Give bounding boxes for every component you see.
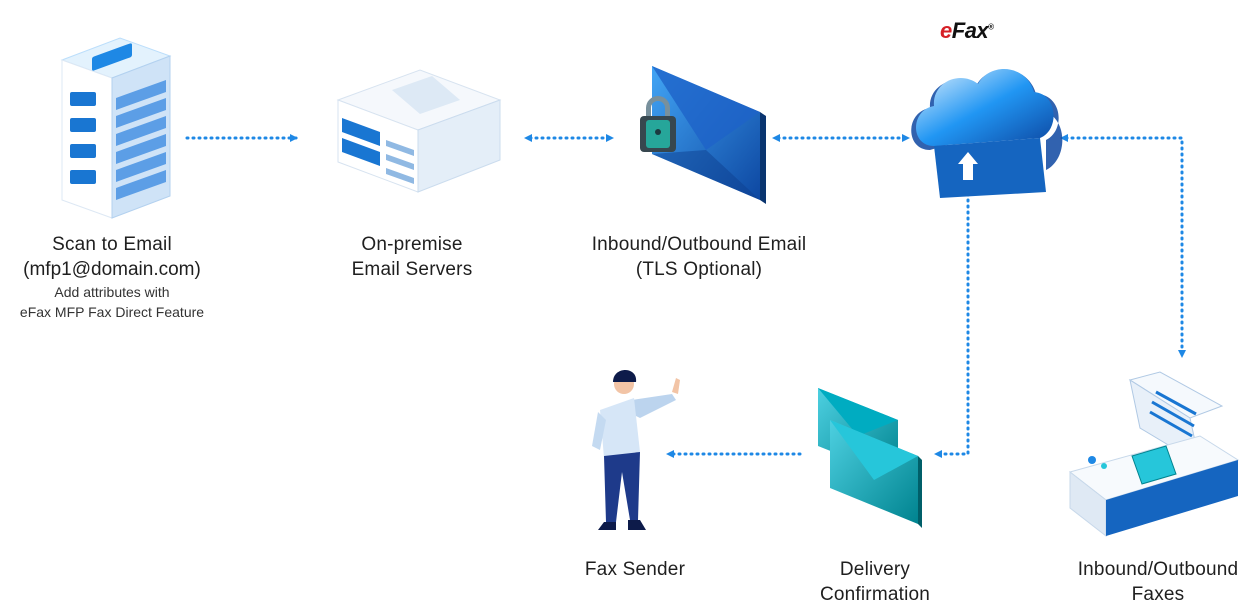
scan-sub-1: Add attributes with [54, 284, 170, 300]
label-inbound-outbound-email: Inbound/Outbound Email (TLS Optional) [560, 232, 838, 282]
secure-email-icon [640, 66, 766, 204]
fax-machine-icon [1068, 371, 1240, 538]
label-email-servers: On-premise Email Servers [312, 232, 512, 282]
logo-prefix: e [940, 18, 952, 43]
servers-line-1: On-premise [361, 234, 463, 255]
servers-line-2: Email Servers [351, 259, 473, 280]
faxes-line-2: Faxes [1131, 584, 1185, 605]
server-rack-icon [60, 37, 172, 219]
delivery-line-1: Delivery [839, 559, 911, 580]
arrow-cloud-faxes [1060, 134, 1186, 358]
faxes-line-1: Inbound/Outbound [1077, 559, 1239, 580]
scan-title: Scan to Email [52, 234, 172, 255]
label-inbound-outbound-faxes: Inbound/Outbound Faxes [1056, 557, 1260, 607]
logo-rest: Fax [951, 18, 989, 43]
arrow-cloud-delivery [934, 186, 970, 458]
efax-cloud-icon [911, 69, 1063, 198]
sender-line-1: Fax Sender [584, 559, 686, 580]
scan-sub-2: eFax MFP Fax Direct Feature [19, 304, 205, 320]
person-icon [592, 370, 680, 530]
label-fax-sender: Fax Sender [560, 557, 710, 582]
confirmation-envelopes-icon [818, 388, 922, 528]
email-server-icon [336, 69, 502, 193]
connectors [185, 134, 1186, 458]
delivery-line-2: Confirmation [819, 584, 931, 605]
email-line-2: (TLS Optional) [635, 259, 763, 280]
logo-registered-mark: ® [988, 22, 994, 32]
efax-logo: eFax® [940, 18, 994, 44]
label-delivery-confirmation: Delivery Confirmation [790, 557, 960, 607]
email-line-1: Inbound/Outbound Email [591, 234, 807, 255]
scan-address: (mfp1@domain.com) [23, 259, 201, 280]
label-scan-to-email: Scan to Email (mfp1@domain.com) Add attr… [0, 232, 224, 322]
